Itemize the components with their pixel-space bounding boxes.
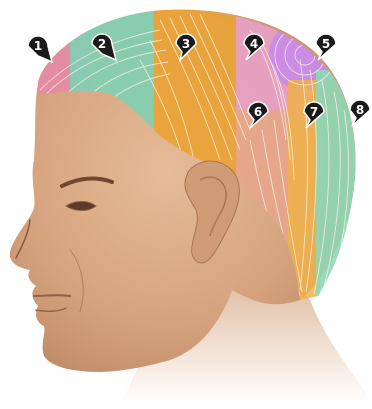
svg-text:7: 7	[310, 105, 318, 119]
marker-1: 1	[28, 36, 52, 62]
svg-text:4: 4	[250, 37, 258, 51]
svg-text:6: 6	[254, 105, 262, 119]
svg-text:3: 3	[182, 37, 190, 51]
marker-8: 8	[350, 100, 370, 126]
svg-text:5: 5	[322, 37, 330, 51]
svg-text:1: 1	[34, 39, 42, 53]
svg-text:2: 2	[98, 37, 106, 51]
svg-text:8: 8	[356, 103, 364, 117]
